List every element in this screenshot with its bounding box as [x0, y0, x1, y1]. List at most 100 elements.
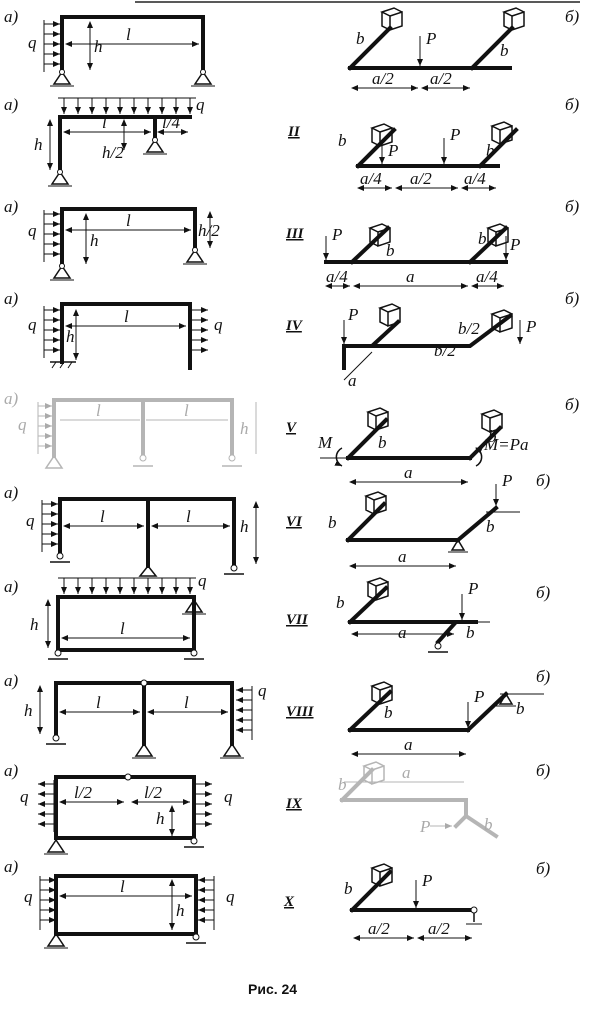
row-3: а) q h l h/2 III б) [4, 197, 580, 289]
row-2-l4-label: l/4 [162, 113, 180, 132]
row-3-b-label-1: b [386, 241, 395, 260]
row-5-right: V б) M M=Pa b b a [286, 395, 580, 485]
row-5-a-label: a [404, 463, 413, 482]
row-1-right-label: б) [565, 7, 580, 26]
row-5-l-label-1: l [96, 401, 101, 420]
row-4-b2-label-1: b/2 [434, 341, 456, 360]
row-3-q-label: q [28, 221, 37, 240]
row-6-l-label-1: l [100, 507, 105, 526]
row-1-b-label-1: b [356, 29, 365, 48]
row-8-l-label-2: l [184, 693, 189, 712]
row-5-M-label: M [317, 433, 333, 452]
row-5-frame [52, 398, 234, 458]
row-9-roman: IX [285, 796, 303, 812]
row-5-roman: V [286, 420, 298, 436]
row-2-support-mid [143, 137, 167, 155]
row-10-b-label: b [344, 879, 353, 898]
row-4-roman: IV [285, 318, 304, 334]
row-6-load-q [41, 500, 58, 552]
row-7-load-q [58, 577, 196, 594]
row-8-q-label: q [258, 681, 267, 700]
row-2-frame [58, 115, 192, 174]
row-7-h-label: h [30, 615, 39, 634]
row-6-b-label-2: b [486, 517, 495, 536]
row-9-q-label-1: q [20, 787, 29, 806]
row-5-h-label: h [240, 419, 249, 438]
row-10-space-frame [349, 863, 482, 925]
row-8-P-label: P [473, 687, 484, 706]
row-3-a4-label-2: a/4 [476, 267, 498, 286]
row-10-a2-label-2: a/2 [428, 919, 450, 938]
row-9-frame [54, 775, 196, 840]
row-4: а) q q h l IV б) [4, 289, 580, 390]
figure-caption: Рис. 24 [248, 981, 297, 997]
row-1-h-label: h [94, 37, 103, 56]
row-1-P-label: P [425, 29, 436, 48]
row-1-frame [60, 15, 205, 74]
row-10-q-label-2: q [226, 887, 235, 906]
row-9-b-label-2: b [484, 815, 493, 834]
row-10-load-q-left [39, 876, 56, 930]
row-1-support-left [50, 69, 74, 87]
row-8-l-label-1: l [96, 693, 101, 712]
row-2-roman: II [287, 124, 301, 140]
row-1-q-label: q [28, 33, 37, 52]
row-4-l-label: l [124, 307, 129, 326]
row-3-roman: III [285, 226, 305, 242]
row-10-left-label: а) [4, 857, 19, 876]
row-9-space-frame: b a P b [338, 761, 499, 839]
row-2-b-label-2: b [486, 141, 495, 160]
row-3-h-label: h [90, 231, 99, 250]
row-9-b-label-1: b [338, 775, 347, 794]
row-4-fixed-left [50, 361, 76, 369]
row-1-a2-label-1: a/2 [372, 69, 394, 88]
row-8-load-q [236, 686, 253, 740]
row-7-b-label-2: b [466, 623, 475, 642]
row-2-load-q [58, 97, 196, 114]
row-5-right-label: б) [565, 395, 580, 414]
row-6-left-label: а) [4, 483, 19, 502]
row-2-l-label: l [102, 113, 107, 132]
row-6-l-label-2: l [186, 507, 191, 526]
row-5-load-q [37, 402, 52, 454]
row-3-h2-label: h/2 [198, 221, 220, 240]
row-7-roman: VII [286, 612, 309, 628]
row-3-P-label-1: P [331, 225, 342, 244]
row-1-space-frame [347, 7, 525, 71]
row-10-supports [44, 932, 206, 949]
row-6-roman: VI [286, 514, 303, 530]
row-3-P-label-2: P [509, 235, 520, 254]
row-7-b-label-1: b [336, 593, 345, 612]
row-10-h-label: h [176, 901, 185, 920]
row-7-a-label: a [398, 623, 407, 642]
row-10-q-label-1: q [24, 887, 33, 906]
row-6-P-label: P [501, 471, 512, 490]
row-10-load-q-right [198, 876, 215, 930]
row-4-space-frame [341, 303, 523, 381]
row-8-frame [54, 681, 234, 746]
row-8-a-label: a [404, 735, 413, 754]
row-8-space-frame [347, 681, 544, 733]
row-6-a-label: a [398, 547, 407, 566]
row-2-h2-label: h/2 [102, 143, 124, 162]
row-8-roman: VIII [286, 704, 315, 720]
row-2-a4-label-2: a/4 [464, 169, 486, 188]
row-8-h-label: h [24, 701, 33, 720]
row-6-space-frame [345, 484, 520, 553]
row-10-a2-label-1: a/2 [368, 919, 390, 938]
row-3-a-label: a [406, 267, 415, 286]
row-3-support-right [183, 247, 207, 265]
row-5-MPa-label: M=Pa [483, 435, 529, 454]
row-8-supports [46, 679, 244, 759]
row-3-left-label: а) [4, 197, 19, 216]
row-2-space-frame [355, 121, 519, 169]
row-9-h-label: h [156, 809, 165, 828]
row-8-left-label: а) [4, 671, 19, 690]
row-9-P-label: P [419, 817, 430, 836]
row-4-b2-label-2: b/2 [458, 319, 480, 338]
row-5-q-label: q [18, 415, 27, 434]
row-7-frame [56, 595, 196, 652]
row-6-b-label-1: b [328, 513, 337, 532]
row-7-P-label: P [467, 579, 478, 598]
row-10-roman: X [283, 894, 295, 910]
